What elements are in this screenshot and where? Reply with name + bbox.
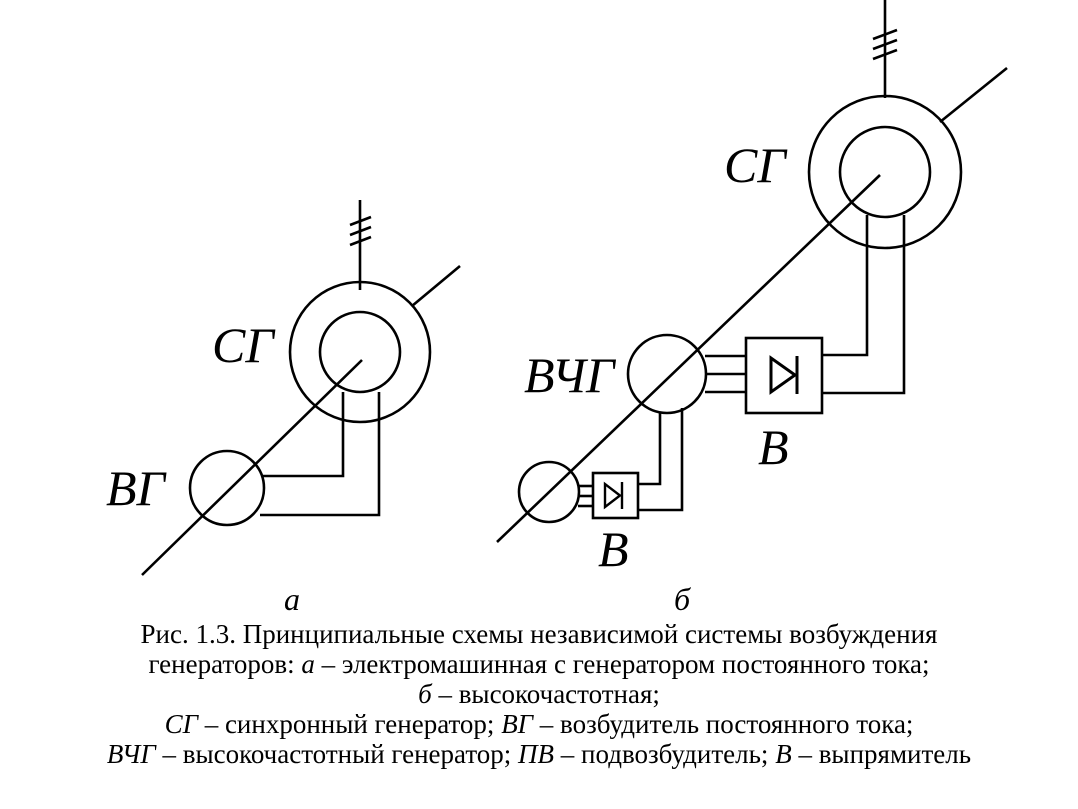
caption-italic-vchg: ВЧГ	[106, 739, 156, 769]
caption-text: – высокочастотный генератор;	[155, 739, 519, 769]
caption-italic-v: В	[775, 739, 792, 769]
caption-text: – высокочастотная;	[431, 679, 660, 709]
rectifier-b-main-label: В	[758, 419, 789, 475]
sg-a-three-phase-ticks	[349, 215, 372, 247]
caption-italic-b: б	[418, 679, 432, 709]
sg-a-label: СГ	[212, 317, 276, 373]
rectifier-b-main-output-inner	[822, 215, 869, 357]
vchg-to-rectifier-wires	[705, 354, 746, 394]
caption-text: – синхронный генератор;	[197, 709, 502, 739]
caption-italic-pv: ПВ	[518, 739, 555, 769]
shaft-a-upper	[411, 265, 461, 307]
vg-a-exciter	[188, 449, 266, 527]
rectifier-b-main	[744, 336, 824, 415]
caption-italic-a: а	[301, 649, 315, 679]
rectifier-b-small-label: В	[598, 521, 629, 577]
caption-text: – выпрямитель	[791, 739, 972, 769]
shaft-b-upper	[939, 66, 1008, 124]
sg-b-label: СГ	[724, 137, 788, 193]
sg-a-rotor	[318, 310, 402, 394]
rectifier-b-small-output-inner	[638, 413, 662, 486]
sg-b-stator	[807, 94, 963, 250]
caption-text: – возбудитель постоянного тока;	[533, 709, 914, 739]
vchg-b-label: ВЧГ	[524, 347, 617, 403]
caption-line-4: СГ – синхронный генератор; ВГ – возбудит…	[0, 709, 1078, 739]
vchg-b-generator	[626, 333, 708, 415]
vg-a-field-wire-inner	[263, 392, 345, 478]
caption-italic-vg: ВГ	[501, 709, 534, 739]
vg-a-field-wire-outer	[260, 392, 381, 517]
rectifier-b-small-diode-icon	[603, 481, 624, 510]
sublabel-a: а	[284, 581, 300, 617]
pv-b-pilot-exciter	[517, 460, 581, 524]
rectifier-b-main-diode-icon	[769, 355, 799, 395]
diagram-a: СГ ВГ а	[106, 200, 461, 617]
vg-a-label: ВГ	[106, 460, 168, 516]
rectifier-b-small	[591, 471, 640, 520]
shaft-a	[141, 359, 363, 576]
rectifier-b-small-output-outer	[638, 408, 684, 512]
caption-line-2: генераторов: а – электромашинная с генер…	[0, 649, 1078, 679]
caption-italic-sg: СГ	[164, 709, 198, 739]
sublabel-b: б	[674, 581, 691, 617]
sg-a-stator	[288, 280, 432, 424]
caption-text: – подвозбудитель;	[554, 739, 776, 769]
diagram-b: СГ ВЧГ В В б	[496, 0, 1008, 617]
shaft-b	[496, 174, 881, 543]
sg-b-three-phase-ticks	[872, 28, 898, 61]
rectifier-b-main-output-outer	[822, 215, 906, 395]
figure-caption: Рис. 1.3. Принципиальные схемы независим…	[0, 619, 1078, 769]
caption-text: генераторов:	[148, 649, 302, 679]
sg-b-rotor	[838, 125, 932, 219]
caption-text: – электромашинная с генератором постоянн…	[314, 649, 930, 679]
caption-line-3: б – высокочастотная;	[0, 679, 1078, 709]
pv-to-rectifier-wires	[578, 484, 593, 508]
caption-line-5: ВЧГ – высокочастотный генератор; ПВ – по…	[0, 739, 1078, 769]
caption-line-1: Рис. 1.3. Принципиальные схемы независим…	[140, 619, 938, 649]
